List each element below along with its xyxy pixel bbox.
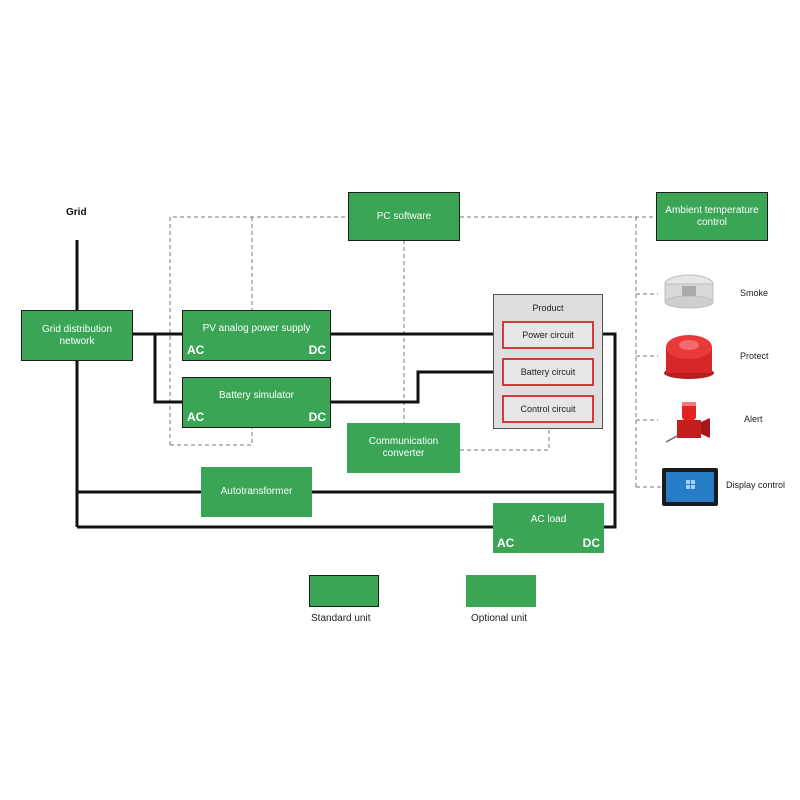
ac-load-block: AC load AC DC bbox=[493, 503, 604, 553]
comm-converter-label: Communication converter bbox=[368, 436, 439, 459]
product-title: Product bbox=[532, 303, 564, 313]
display-control-label: Display control bbox=[726, 480, 786, 490]
ac-load-label: AC load bbox=[530, 514, 567, 525]
legend-standard-swatch bbox=[309, 575, 379, 607]
smoke-detector-icon bbox=[664, 274, 714, 309]
pv-supply-label: PV analog power supply bbox=[202, 323, 311, 334]
smoke-label: Smoke bbox=[740, 288, 769, 298]
emergency-stop-button-icon bbox=[664, 335, 714, 379]
pc-software-label: PC software bbox=[376, 211, 432, 222]
legend-optional-swatch bbox=[466, 575, 536, 607]
battery-simulator-block: Battery simulator AC DC bbox=[182, 377, 331, 428]
protect-label: Protect bbox=[740, 351, 769, 361]
product-block: Product Power circuit Battery circuit Co… bbox=[493, 294, 603, 429]
power-lines bbox=[75, 240, 617, 529]
autotransformer-label: Autotransformer bbox=[220, 486, 293, 497]
battery-circuit: Battery circuit bbox=[502, 358, 594, 386]
grid-distribution-network-block: Grid distribution network bbox=[21, 310, 133, 361]
pv-dc-label: DC bbox=[308, 343, 326, 357]
autotransformer-block: Autotransformer bbox=[201, 467, 312, 517]
battery-dc-label: DC bbox=[308, 410, 326, 424]
ambient-temperature-control-block: Ambient temperature control bbox=[656, 192, 768, 241]
grid-label: Grid bbox=[66, 207, 87, 218]
pc-software-block: PC software bbox=[348, 192, 460, 241]
ac-load-ac-label: AC bbox=[497, 536, 515, 550]
battery-sim-label: Battery simulator bbox=[218, 390, 295, 401]
grid-network-label: Grid distribution network bbox=[41, 324, 113, 347]
ambient-temp-label: Ambient temperature control bbox=[665, 205, 759, 228]
communication-lines bbox=[169, 216, 662, 488]
alert-label: Alert bbox=[744, 414, 763, 424]
ac-load-dc-label: DC bbox=[582, 536, 600, 550]
pv-ac-label: AC bbox=[187, 343, 205, 357]
legend-optional-label: Optional unit bbox=[471, 613, 528, 624]
legend-standard-label: Standard unit bbox=[311, 613, 371, 624]
alarm-light-icon bbox=[665, 402, 710, 443]
communication-converter-block: Communication converter bbox=[347, 423, 460, 473]
control-circuit: Control circuit bbox=[502, 395, 594, 423]
display-screen-icon bbox=[662, 468, 718, 506]
pv-analog-power-supply-block: PV analog power supply AC DC bbox=[182, 310, 331, 361]
battery-ac-label: AC bbox=[187, 410, 205, 424]
power-circuit: Power circuit bbox=[502, 321, 594, 349]
